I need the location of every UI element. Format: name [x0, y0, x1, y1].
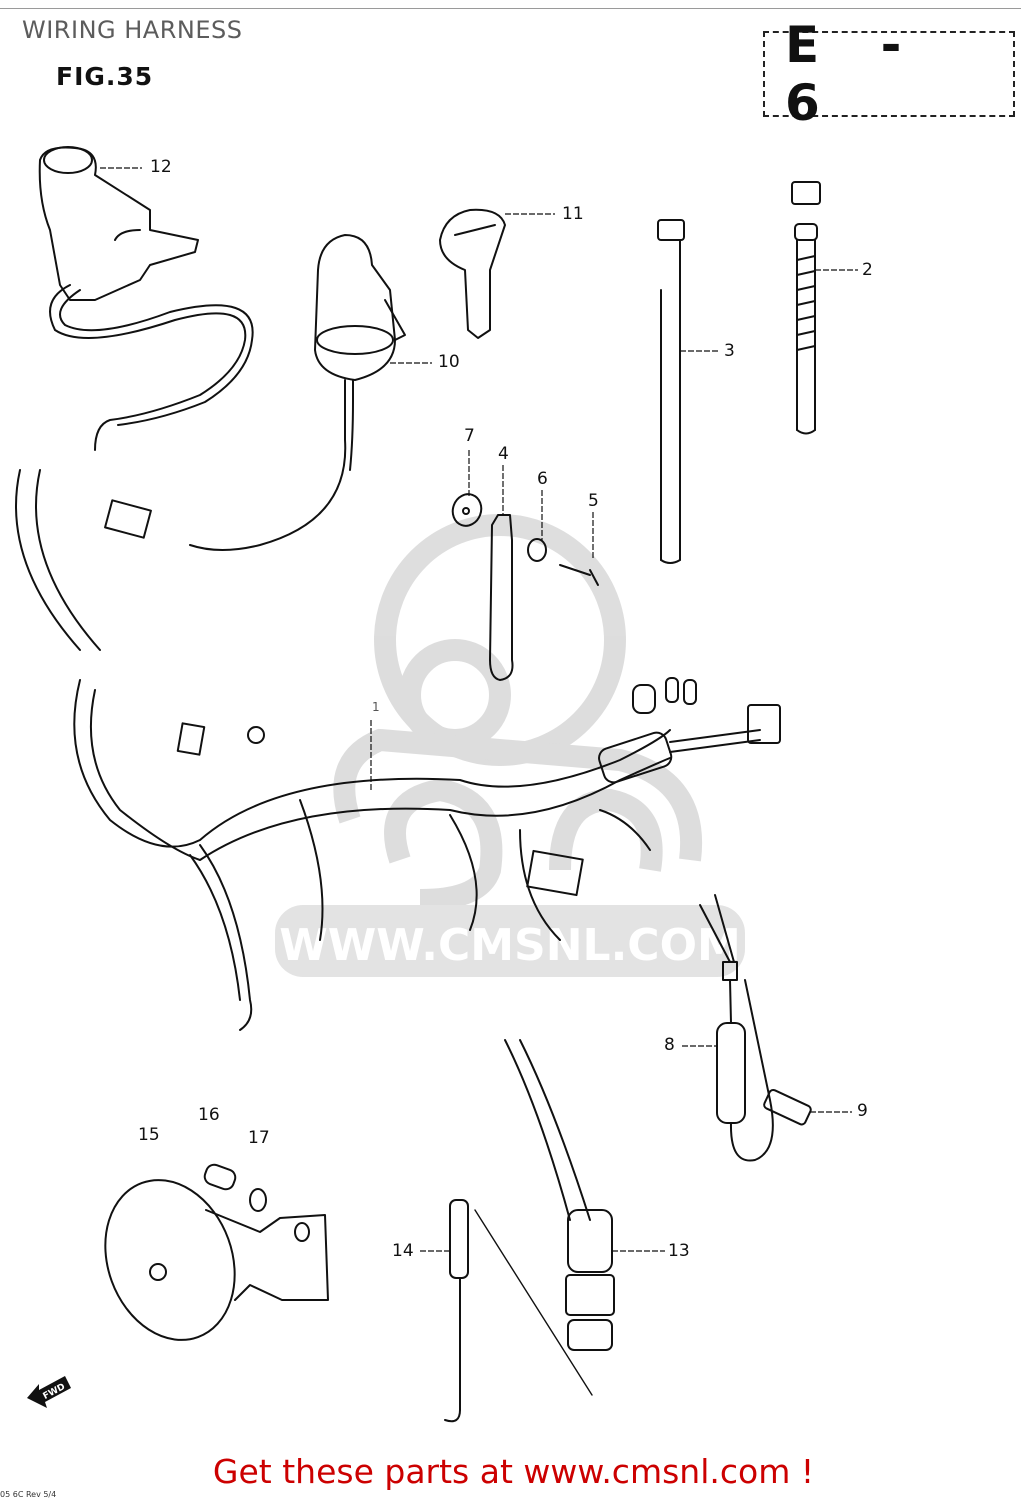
- callout-9: 9: [857, 1101, 868, 1121]
- neutral-switch-drawing: [565, 1209, 615, 1351]
- screw-drawing: [559, 564, 599, 586]
- horn-drawing: [104, 1179, 329, 1341]
- callout-3: 3: [724, 341, 735, 361]
- callout-7: 7: [464, 426, 475, 446]
- figure-number: FIG.35: [56, 62, 154, 91]
- wiring-harness-drawing: [15, 469, 781, 1031]
- watermark-text: WWW.CMSNL.COM: [279, 920, 741, 971]
- washer-drawing: [527, 538, 547, 562]
- callout-17: 17: [248, 1128, 270, 1148]
- callout-15: 15: [138, 1125, 160, 1145]
- section-code: E - 6: [785, 16, 924, 132]
- callout-11: 11: [562, 204, 584, 224]
- section-code-box: E - 6: [763, 16, 1015, 132]
- key-drawing: [439, 208, 506, 339]
- callout-13: 13: [668, 1241, 690, 1261]
- top-divider: [0, 8, 1021, 9]
- callout-12: 12: [150, 157, 172, 177]
- spring-drawing: [444, 1199, 593, 1423]
- callout-5: 5: [588, 491, 599, 511]
- cable-tie-long-drawing: [657, 219, 685, 564]
- get-parts-link-text: Get these parts at www.cmsnl.com !: [212, 1452, 815, 1491]
- callout-10: 10: [438, 352, 460, 372]
- handlebar-switch-drawing: [38, 146, 254, 451]
- callout-16: 16: [198, 1105, 220, 1125]
- ignition-switch-drawing: [104, 234, 406, 551]
- washer-large-drawing: [451, 493, 483, 527]
- spacer-drawing: [203, 1163, 237, 1191]
- watermark-banner: [275, 905, 745, 977]
- cable-tie-drawing: [791, 181, 821, 435]
- callout-6: 6: [537, 469, 548, 489]
- fuse-holder-drawing: [699, 894, 812, 1162]
- callout-14: 14: [392, 1241, 414, 1261]
- forward-arrow-icon: FWD: [27, 1376, 71, 1408]
- clamp-drawing: [489, 514, 514, 681]
- callout-8: 8: [664, 1035, 675, 1055]
- page-title: WIRING HARNESS: [22, 16, 243, 44]
- callout-1: 1: [372, 700, 380, 714]
- washer-horn-drawing: [249, 1188, 267, 1212]
- drawing-reference-code: 05 6C Rev 5/4: [0, 1490, 57, 1499]
- get-parts-link[interactable]: Get these parts at www.cmsnl.com !: [0, 1452, 1021, 1491]
- callout-4: 4: [498, 444, 509, 464]
- callout-2: 2: [862, 260, 873, 280]
